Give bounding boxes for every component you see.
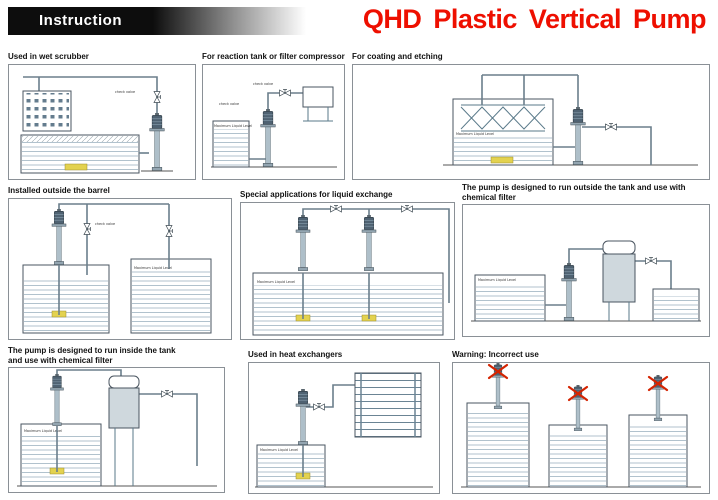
inside-tank-filter-diagram: Maximum Liquid Level — [17, 369, 217, 487]
diagram-box: check valve — [8, 63, 196, 180]
liquid-exchange-diagram: Maximum Liquid Level — [252, 204, 450, 336]
incorrect-x-mark — [487, 363, 509, 379]
panel-label: The pump is designed to run outside the … — [462, 183, 686, 202]
outside-barrel-diagram: Maximum Liquid Level check valve — [22, 202, 212, 334]
max-level-label: Maximum Liquid Level — [456, 132, 494, 136]
max-level-label: Maximum Liquid Level — [260, 448, 298, 452]
chemical-filter — [108, 375, 140, 487]
left-barrel — [22, 264, 110, 334]
diagram-box: Maximum Liquid Level check valve check v… — [202, 63, 345, 180]
panel-coating-etching: For coating and etching Maximum Liquid L… — [352, 52, 710, 180]
valve-icon — [161, 390, 173, 398]
pump-icon — [295, 214, 311, 271]
incorrect-x-mark — [567, 385, 589, 401]
valve-icon — [83, 222, 91, 235]
strainer — [64, 163, 88, 170]
max-level-label: Maximum Liquid Level — [257, 280, 295, 284]
pump-icon — [50, 374, 64, 427]
badge-label: Instruction — [39, 12, 122, 29]
receiving-tank — [652, 288, 700, 322]
outside-tank-filter-diagram: Maximum Liquid Level — [471, 240, 701, 322]
panel-label: Used in heat exchangers — [248, 350, 343, 359]
filter-vessel — [302, 86, 334, 122]
pump-icon — [260, 108, 276, 167]
panel-wet-scrubber: Used in wet scrubber — [8, 52, 196, 180]
heat-exchangers-diagram: Maximum Liquid Level — [255, 372, 433, 488]
etching-tank: Maximum Liquid Level — [452, 98, 554, 166]
pump-icon — [570, 106, 586, 165]
pipes — [302, 207, 450, 319]
valve-icon — [645, 257, 657, 265]
exchange-tank: Maximum Liquid Level — [252, 272, 444, 336]
panel-heat-exchangers: Used in heat exchangers Maximum Liquid L… — [248, 350, 440, 494]
pump-icon — [361, 214, 377, 271]
check-valve-label: check valve — [219, 102, 239, 106]
right-barrel: Maximum Liquid Level — [130, 258, 212, 334]
panel-incorrect-use: Warning: Incorrect use — [452, 350, 710, 494]
panel-label: For coating and etching — [352, 52, 443, 61]
panel-outside-tank-filter: The pump is designed to run outside the … — [462, 183, 710, 338]
panel-label: The pump is designed to run inside the t… — [8, 346, 176, 365]
diagram-box: Maximum Liquid Level — [248, 361, 440, 494]
valve-icon — [330, 204, 342, 212]
panel-label: For reaction tank or filter compressor — [202, 52, 345, 61]
pump-icon — [149, 112, 165, 171]
panel-outside-barrel: Installed outside the barrel Maximum Liq… — [8, 186, 232, 340]
valve-icon — [313, 402, 325, 410]
scrubber-tank — [20, 134, 140, 174]
heat-exchanger-coil — [354, 372, 422, 438]
diagram-box: Maximum Liquid Level — [462, 204, 710, 338]
incorrect-x-mark — [647, 375, 669, 391]
panel-label: Used in wet scrubber — [8, 52, 89, 61]
panel-label: Warning: Incorrect use — [452, 350, 539, 359]
panel-inside-tank-filter: The pump is designed to run inside the t… — [8, 346, 225, 494]
supply-tank: Maximum Liquid Level — [256, 444, 326, 488]
panel-reaction-tank: For reaction tank or filter compressor M… — [202, 52, 345, 180]
diagram-box: Maximum Liquid Level check valve — [8, 197, 232, 340]
pipes — [56, 369, 198, 473]
discharge-pipe — [267, 91, 303, 113]
tank-1 — [466, 402, 530, 488]
check-valve-label: check valve — [95, 222, 115, 226]
tank-3 — [628, 414, 688, 488]
check-valve-label: check valve — [253, 82, 273, 86]
wet-scrubber-diagram: check valve — [20, 75, 173, 174]
pump-icon — [51, 208, 67, 265]
incorrect-use-diagram — [461, 362, 701, 488]
max-level-label: Maximum Liquid Level — [134, 266, 172, 270]
supply-tank: Maximum Liquid Level — [212, 120, 252, 168]
tank-2 — [548, 424, 608, 488]
panel-liquid-exchange: Special applications for liquid exchange… — [240, 190, 455, 340]
check-valve-label: check valve — [115, 90, 135, 94]
etching-coil — [460, 104, 546, 132]
pump-icon — [295, 388, 311, 445]
diagram-box — [452, 361, 710, 494]
panel-label: Special applications for liquid exchange — [240, 190, 393, 199]
valve-icon — [165, 224, 173, 237]
chemical-filter — [602, 240, 636, 322]
supply-tank: Maximum Liquid Level — [474, 274, 546, 322]
pipes — [481, 73, 652, 165]
valve-icon — [279, 88, 291, 96]
diagram-box: Maximum Liquid Level — [240, 201, 455, 340]
diagram-box: Maximum Liquid Level — [8, 367, 225, 494]
coating-etching-diagram: Maximum Liquid Level — [443, 73, 698, 166]
diagram-box: Maximum Liquid Level — [352, 63, 710, 180]
valve-icon — [401, 204, 413, 212]
valve-icon — [153, 90, 161, 103]
max-level-label: Maximum Liquid Level — [24, 429, 62, 433]
page-title: QHD Plastic Vertical Pump — [362, 4, 707, 34]
reaction-tank-diagram: Maximum Liquid Level check valve check v… — [211, 82, 337, 168]
strainer — [490, 156, 514, 163]
pump-icon — [561, 263, 577, 322]
max-level-label: Maximum Liquid Level — [478, 278, 516, 282]
process-tank: Maximum Liquid Level — [20, 423, 102, 487]
instruction-badge: Instruction — [8, 7, 308, 35]
max-level-label: Maximum Liquid Level — [214, 124, 252, 128]
valve-icon — [605, 122, 617, 130]
building — [22, 90, 72, 132]
panel-label: Installed outside the barrel — [8, 186, 110, 195]
